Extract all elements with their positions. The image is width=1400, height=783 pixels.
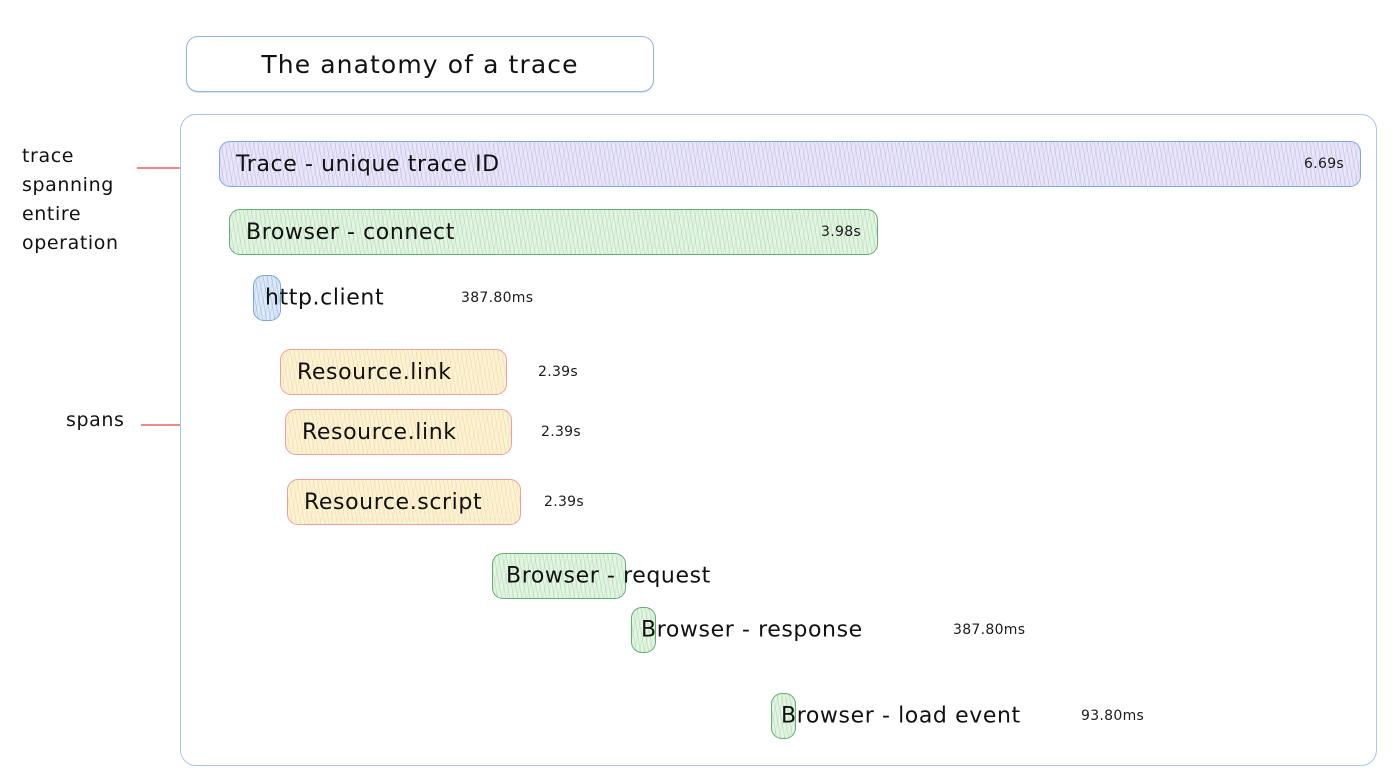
annotation-trace-leader-line xyxy=(137,167,205,169)
span-bar-http-client[interactable] xyxy=(253,275,281,321)
span-label-browser-response: Browser - response xyxy=(641,617,863,643)
span-row[interactable]: Trace - unique trace ID 6.69s xyxy=(181,141,1371,187)
span-duration-trace-root: 6.69s xyxy=(1304,156,1344,172)
diagram-title-card: The anatomy of a trace xyxy=(186,36,654,92)
annotation-spans-label: spans xyxy=(66,409,125,431)
annotation-trace-label: trace spanning entire operation xyxy=(22,145,119,254)
span-row[interactable]: Resource.link 2.39s xyxy=(181,349,1371,395)
span-row[interactable]: Browser - request xyxy=(181,553,1371,599)
span-bar-resource-link-2[interactable]: Resource.link xyxy=(285,409,512,455)
span-row[interactable]: Resource.link 2.39s xyxy=(181,409,1371,455)
span-duration-resource-script: 2.39s xyxy=(544,494,584,510)
page-title: The anatomy of a trace xyxy=(261,49,579,79)
span-label-http-client: http.client xyxy=(265,285,385,311)
span-row[interactable]: http.client 387.80ms xyxy=(181,275,1371,321)
span-label-resource-link-1: Resource.link xyxy=(297,359,452,385)
span-label-browser-request: Browser - request xyxy=(506,563,711,589)
span-row[interactable]: Browser - connect 3.98s xyxy=(181,209,1371,255)
span-row[interactable]: Browser - load event 93.80ms xyxy=(181,693,1371,739)
span-bar-trace-root[interactable]: Trace - unique trace ID 6.69s xyxy=(219,141,1361,187)
span-duration-http-client: 387.80ms xyxy=(461,290,534,306)
span-bar-browser-load-event[interactable] xyxy=(771,693,796,739)
span-label-trace-root: Trace - unique trace ID xyxy=(236,151,500,177)
span-bar-browser-request[interactable] xyxy=(492,553,626,599)
span-bar-resource-script[interactable]: Resource.script xyxy=(287,479,521,525)
span-label-resource-script: Resource.script xyxy=(304,489,483,515)
span-bar-browser-connect[interactable]: Browser - connect 3.98s xyxy=(229,209,878,255)
span-duration-resource-link-1: 2.39s xyxy=(538,364,578,380)
span-row[interactable]: Browser - response 387.80ms xyxy=(181,607,1371,653)
span-bar-resource-link-1[interactable]: Resource.link xyxy=(280,349,507,395)
span-bar-browser-response[interactable] xyxy=(631,607,656,653)
span-duration-resource-link-2: 2.39s xyxy=(541,424,581,440)
annotation-spans-leader-line xyxy=(141,424,211,426)
span-row[interactable]: Resource.script 2.39s xyxy=(181,479,1371,525)
span-label-browser-load-event: Browser - load event xyxy=(781,703,1021,729)
span-duration-browser-load-event: 93.80ms xyxy=(1081,708,1145,724)
span-duration-browser-connect: 3.98s xyxy=(821,224,861,240)
span-label-browser-connect: Browser - connect xyxy=(246,219,455,245)
span-label-resource-link-2: Resource.link xyxy=(302,419,457,445)
span-duration-browser-response: 387.80ms xyxy=(953,622,1026,638)
